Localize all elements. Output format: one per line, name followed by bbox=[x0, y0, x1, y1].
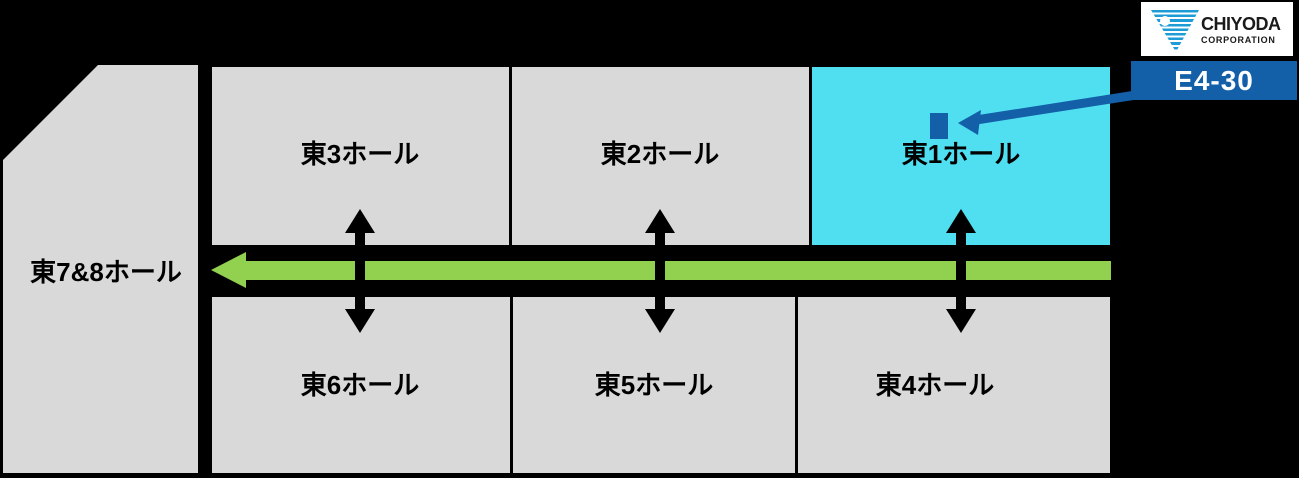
booth-number-badge: E4-30 bbox=[1131, 61, 1297, 100]
hall-east1-label: 東1ホール bbox=[901, 139, 1021, 169]
hall-east5-label: 東5ホール bbox=[594, 370, 714, 400]
hall-east6-label: 東6ホール bbox=[300, 370, 420, 400]
hall-east2-label: 東2ホール bbox=[600, 139, 720, 169]
chiyoda-company-name: CHIYODA bbox=[1201, 14, 1281, 34]
hall-east7-8 bbox=[3, 65, 198, 473]
chiyoda-logo-card: CHIYODA CORPORATION bbox=[1141, 2, 1293, 56]
chiyoda-company-suffix: CORPORATION bbox=[1201, 35, 1276, 45]
chiyoda-triangle-logo-icon bbox=[1151, 10, 1199, 52]
hall-east3-label: 東3ホール bbox=[300, 139, 420, 169]
hall-east7-8-label: 東7&8ホール bbox=[30, 257, 182, 287]
route-arrow-left-icon bbox=[211, 252, 1111, 288]
hall-east4-label: 東4ホール bbox=[875, 370, 995, 400]
chiyoda-logo-dot bbox=[1160, 16, 1170, 26]
booth-location-marker bbox=[930, 113, 948, 139]
